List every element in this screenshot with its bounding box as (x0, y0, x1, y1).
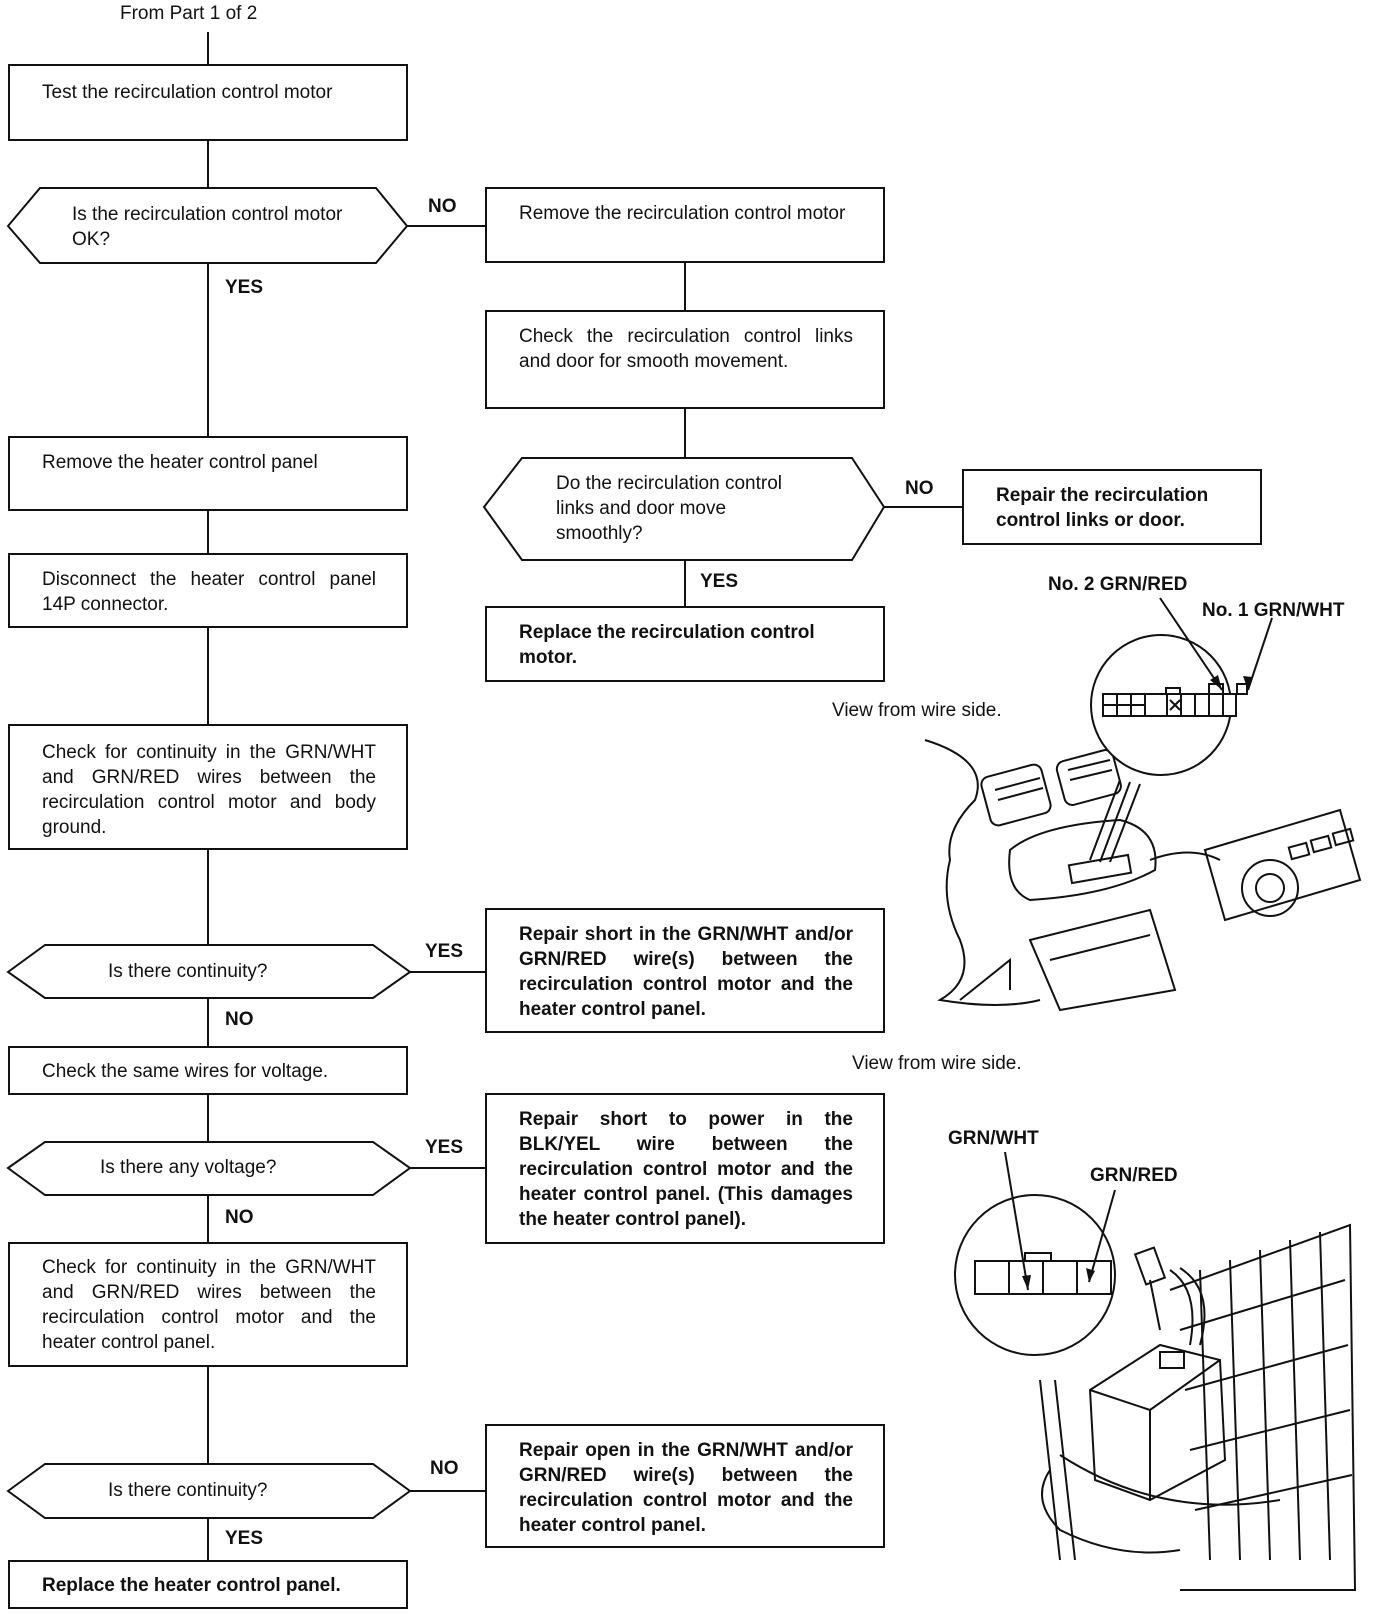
voltage-question: Is there any voltage? (100, 1157, 277, 1178)
from-part-label: From Part 1 of 2 (120, 3, 258, 24)
pin1-label: No. 1 GRN/WHT (1202, 600, 1345, 621)
bottom-illustration-caption: View from wire side. (852, 1053, 1022, 1074)
yes-label: YES (700, 571, 739, 592)
replace-motor-step: Replace the recirculation control motor. (485, 606, 885, 682)
yes-label: YES (425, 1137, 464, 1158)
check-continuity-ground-step: Check for continuity in the GRN/WHT and … (8, 724, 408, 850)
yes-label: YES (225, 277, 264, 298)
motor-ok-question: Is the recirculation control motor OK? (72, 204, 343, 250)
yes-label: YES (225, 1528, 264, 1549)
links-smooth-question: Do the recirculation control links and d… (556, 473, 782, 544)
no-label: NO (225, 1207, 254, 1228)
yes-label: YES (425, 941, 464, 962)
repair-open-step: Repair open in the GRN/WHT and/or GRN/RE… (485, 1424, 885, 1548)
repair-links-step: Repair the recirculation control links o… (962, 469, 1262, 545)
no-label: NO (225, 1009, 254, 1030)
grn-wht-label: GRN/WHT (948, 1128, 1039, 1149)
disconnect-connector-step: Disconnect the heater control panel 14P … (8, 553, 408, 628)
test-motor-step: Test the recirculation control motor (8, 64, 408, 141)
no-label: NO (428, 196, 457, 217)
no-label: NO (905, 478, 934, 499)
grn-red-label: GRN/RED (1090, 1165, 1178, 1186)
repair-short-step: Repair short in the GRN/WHT and/or GRN/R… (485, 908, 885, 1033)
continuity-question-2: Is there continuity? (108, 1480, 268, 1501)
pin2-label: No. 2 GRN/RED (1048, 574, 1188, 595)
no-label: NO (430, 1458, 459, 1479)
top-illustration-caption: View from wire side. (832, 700, 1002, 721)
continuity-question-1: Is there continuity? (108, 961, 268, 982)
check-links-step: Check the recirculation control links an… (485, 310, 885, 409)
repair-short-power-step: Repair short to power in the BLK/YEL wir… (485, 1093, 885, 1244)
remove-panel-step: Remove the heater control panel (8, 436, 408, 511)
remove-motor-step: Remove the recirculation control motor (485, 187, 885, 263)
check-voltage-step: Check the same wires for voltage. (8, 1046, 408, 1095)
check-continuity-panel-step: Check for continuity in the GRN/WHT and … (8, 1242, 408, 1367)
replace-panel-step: Replace the heater control panel. (8, 1560, 408, 1609)
